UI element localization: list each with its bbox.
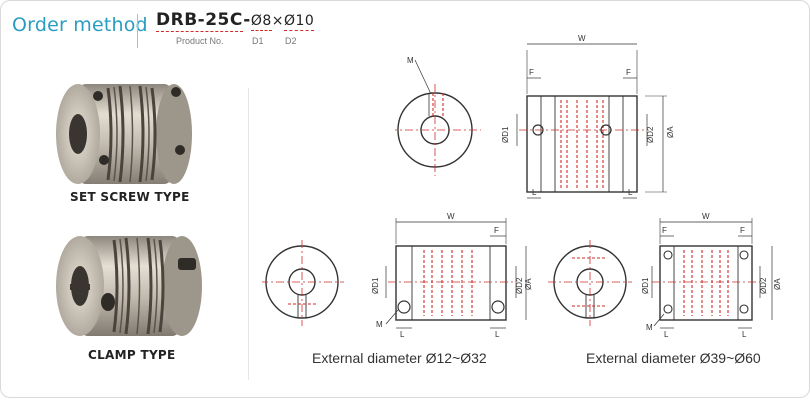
- clamp-small-f-label: F: [494, 226, 499, 235]
- label-d2: D2: [285, 36, 297, 46]
- clamp-large-l-label-left: L: [664, 330, 669, 339]
- order-code: DRB-25C-Ø8×Ø10: [156, 10, 315, 32]
- label-product-no: Product No.: [176, 36, 224, 46]
- label-d1: D1: [252, 36, 264, 46]
- set-screw-side-view: [516, 43, 667, 199]
- clamp-type-label: CLAMP TYPE: [88, 348, 176, 362]
- set-screw-type-label: SET SCREW TYPE: [70, 190, 190, 204]
- d2-value: Ø10: [283, 13, 315, 31]
- clamp-small-side-view: [385, 218, 527, 329]
- set-screw-a-label: ØA: [666, 126, 675, 138]
- clamp-large-technical-drawing: W F F L L M ØD1 ØD2 ØA: [548, 212, 782, 339]
- clamp-large-w-label: W: [702, 212, 710, 221]
- set-screw-technical-drawing: M W F F L L ØD1 ØD2 ØA: [395, 34, 675, 199]
- clamp-small-l-label-right: L: [495, 330, 500, 339]
- title-separator: [137, 14, 138, 48]
- set-screw-l-label-left: L: [532, 188, 537, 197]
- clamp-large-end-view: [548, 240, 632, 326]
- set-screw-m-label: M: [407, 56, 414, 65]
- set-screw-coupling-image: [56, 84, 192, 184]
- set-screw-l-label-right: L: [628, 188, 633, 197]
- set-screw-f-label-left: F: [529, 68, 534, 77]
- clamp-large-f-label-left: F: [662, 226, 667, 235]
- clamp-small-technical-drawing: W F L L M ØD1 ØD2 ØA: [262, 212, 532, 339]
- set-screw-d2-label: ØD2: [646, 126, 655, 143]
- set-screw-end-view: [395, 59, 481, 176]
- set-screw-d1-label: ØD1: [501, 126, 510, 143]
- clamp-coupling-image: [56, 236, 202, 336]
- set-screw-f-label-right: F: [626, 68, 631, 77]
- clamp-large-m-label: M: [646, 323, 653, 332]
- section-title: Order method: [12, 14, 148, 36]
- caption-large-range: External diameter Ø39~Ø60: [586, 350, 761, 366]
- times-sign: ×: [271, 13, 284, 29]
- clamp-small-m-label: M: [376, 320, 383, 329]
- caption-small-range: External diameter Ø12~Ø32: [312, 350, 487, 366]
- clamp-small-end-view: [262, 240, 344, 326]
- clamp-small-a-label: ØA: [524, 278, 532, 290]
- clamp-large-l-label-right: L: [742, 330, 747, 339]
- clamp-small-l-label-left: L: [400, 330, 405, 339]
- clamp-small-d1-label: ØD1: [371, 277, 380, 294]
- clamp-large-a-label: ØA: [773, 278, 782, 290]
- code-separator: -: [243, 10, 251, 30]
- clamp-small-w-label: W: [447, 212, 455, 221]
- set-screw-w-label: W: [578, 34, 586, 43]
- clamp-large-d2-label: ØD2: [759, 277, 768, 294]
- clamp-large-f-label-right: F: [740, 226, 745, 235]
- model-code: DRB-25C: [156, 10, 244, 32]
- d1-value: Ø8: [250, 13, 272, 31]
- column-divider: [248, 88, 249, 380]
- clamp-large-d1-label: ØD1: [641, 277, 650, 294]
- clamp-small-d2-label: ØD2: [515, 277, 524, 294]
- clamp-large-side-view: [651, 218, 773, 329]
